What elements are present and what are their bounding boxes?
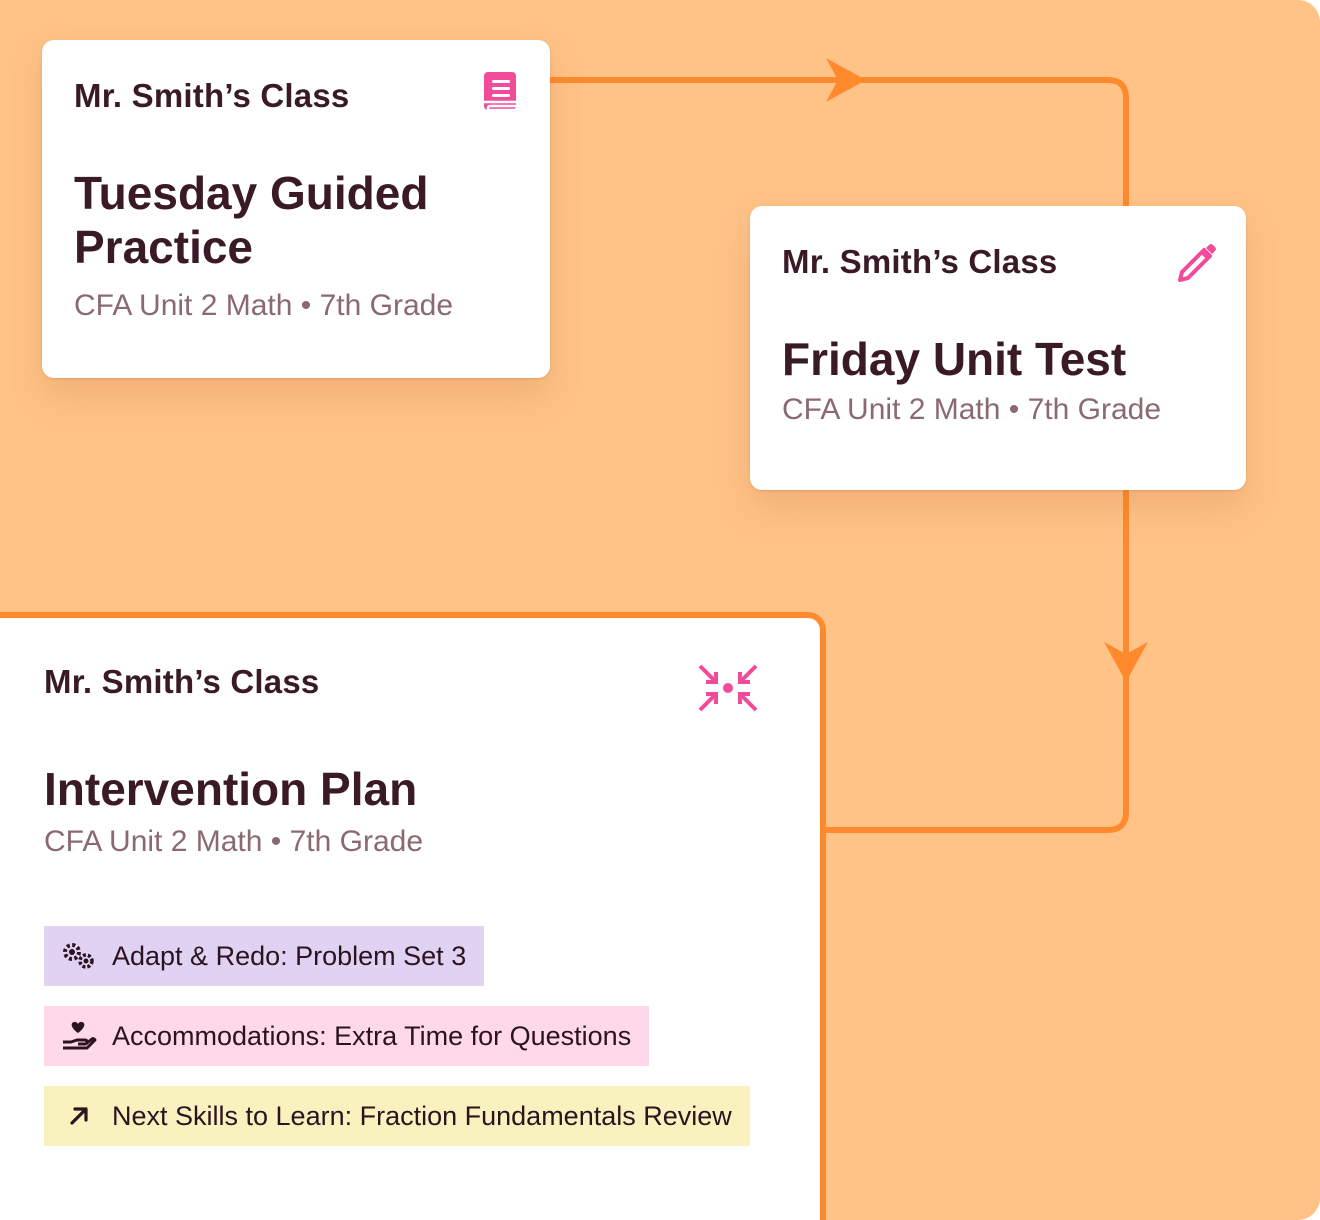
- intervention-actions: Adapt & Redo: Problem Set 3 Accommodatio…: [44, 926, 776, 1166]
- book-icon: [482, 70, 520, 117]
- plan-subtitle: CFA Unit 2 Math • 7th Grade: [782, 393, 1162, 426]
- converge-arrows-icon: [696, 662, 760, 719]
- arrow-up-right-icon: [60, 1097, 98, 1135]
- card-tuesday-guided-practice[interactable]: Mr. Smith’s Class Tuesday Guided Practic…: [42, 40, 550, 378]
- action-accommodations[interactable]: Accommodations: Extra Time for Questions: [44, 1006, 650, 1066]
- action-label: Adapt & Redo: Problem Set 3: [112, 940, 467, 971]
- plan-title: Intervention Plan: [44, 763, 418, 815]
- plan-title: Tuesday Guided Practice: [74, 167, 429, 273]
- pencil-icon: [1176, 242, 1218, 289]
- connector-test-to-plan: [823, 487, 1129, 833]
- action-label: Next Skills to Learn: Fraction Fundament…: [112, 1100, 732, 1131]
- arrowhead-down: [1104, 642, 1148, 682]
- arrowhead-right: [826, 58, 866, 102]
- card-friday-unit-test[interactable]: Mr. Smith’s Class Friday Unit Test CFA U…: [750, 206, 1246, 490]
- plan-subtitle: CFA Unit 2 Math • 7th Grade: [44, 825, 424, 858]
- hand-heart-icon: [60, 1017, 98, 1055]
- action-label: Accommodations: Extra Time for Questions: [112, 1020, 632, 1051]
- connector-practice-to-test: [547, 77, 1129, 209]
- class-name: Mr. Smith’s Class: [44, 663, 320, 700]
- plan-title: Friday Unit Test: [782, 333, 1127, 385]
- card-intervention-plan[interactable]: Mr. Smith’s Class Intervention Plan CFA …: [0, 612, 826, 1220]
- gears-icon: [60, 937, 98, 975]
- class-name: Mr. Smith’s Class: [74, 77, 350, 114]
- class-name: Mr. Smith’s Class: [782, 243, 1058, 280]
- action-next-skills[interactable]: Next Skills to Learn: Fraction Fundament…: [44, 1086, 750, 1146]
- plan-subtitle: CFA Unit 2 Math • 7th Grade: [74, 289, 454, 322]
- action-adapt-redo[interactable]: Adapt & Redo: Problem Set 3: [44, 926, 485, 986]
